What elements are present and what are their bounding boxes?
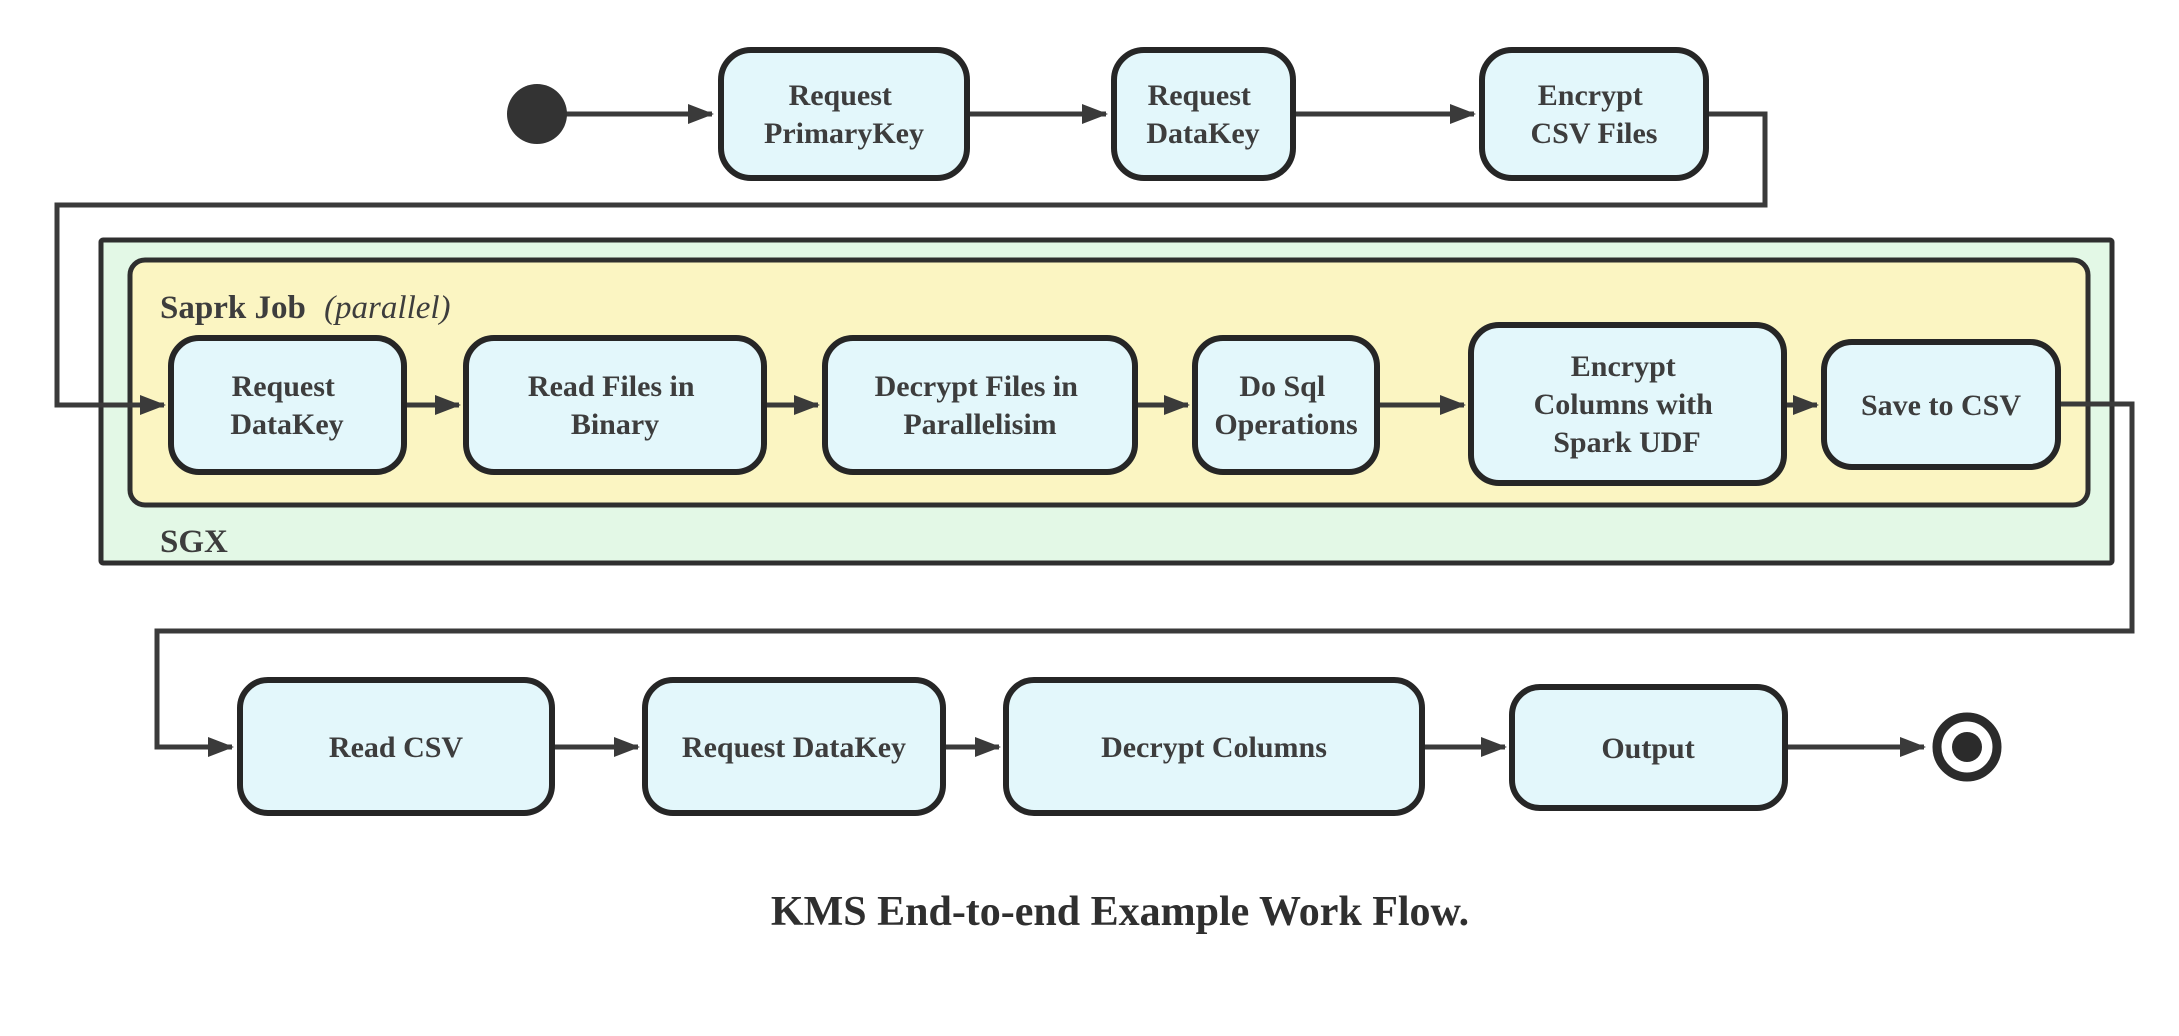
svg-text:Decrypt Files in Paralle: Decrypt Files in Parallelisim — [875, 370, 1086, 441]
edge-save-to-csv-to-read-csv — [154, 401, 2135, 757]
node-request-datakey-client: Request DataKey — [642, 677, 946, 816]
svg-text:Read Files in Binary: Read Files in Binary — [528, 370, 702, 441]
edge-encrypt-csv-files-to-sgx-request-datakey — [54, 111, 1768, 415]
node-read-files-in-binary: Read Files in Binary — [463, 335, 767, 475]
initial-state-icon — [507, 84, 567, 144]
node-do-sql-operations: Do Sql Operations — [1192, 335, 1380, 475]
svg-text:Save to CSV: Save to CSV — [1861, 389, 2021, 422]
node-request-primarykey: Request PrimaryKey — [718, 47, 970, 181]
node-decrypt-columns: Decrypt Columns — [1003, 677, 1425, 816]
spark-job-label-text: Saprk Job — [160, 290, 306, 326]
svg-text:Request DataKey: Request DataKey — [230, 370, 343, 441]
svg-text:Read CSV: Read CSV — [329, 731, 464, 764]
svg-text:Output: Output — [1601, 732, 1694, 765]
node-request-datakey: Request DataKey — [1111, 47, 1296, 181]
final-state-inner-dot — [1952, 732, 1982, 762]
node-decrypt-files-in-parallelisim: Decrypt Files in Parallelisim — [822, 335, 1138, 475]
spark-job-parallel-note: (parallel) — [324, 290, 450, 326]
final-state-icon — [1932, 712, 2002, 782]
node-output: Output — [1509, 684, 1788, 811]
svg-text:Decrypt Columns: Decrypt Columns — [1101, 731, 1327, 764]
svg-text:Request DataKey: Request DataKey — [1146, 79, 1259, 150]
diagram-caption: KMS End-to-end Example Work Flow. — [771, 889, 1469, 935]
svg-text:Request DataKey: Request DataKey — [682, 731, 906, 764]
node-encrypt-csv-files: Encrypt CSV Files — [1479, 47, 1709, 181]
node-encrypt-columns-with-spark-udf: Encrypt Columns with Spark UDF — [1468, 322, 1787, 486]
svg-text:Encrypt CSV Files: Encrypt CSV Files — [1531, 79, 1658, 150]
spark-job-container-label: Saprk Job (parallel) — [160, 290, 451, 326]
sgx-container-label: SGX — [160, 524, 228, 560]
node-save-to-csv: Save to CSV — [1821, 339, 2061, 470]
node-read-csv: Read CSV — [237, 677, 555, 816]
svg-text:Do Sql Operations: Do Sql Operations — [1214, 370, 1357, 441]
svg-text:Request PrimaryKey: Request PrimaryKey — [764, 79, 924, 150]
node-sgx-request-datakey: Request DataKey — [168, 335, 407, 475]
svg-text:Encrypt Columns with: Encrypt Columns with Spark UDF — [1534, 350, 1721, 459]
